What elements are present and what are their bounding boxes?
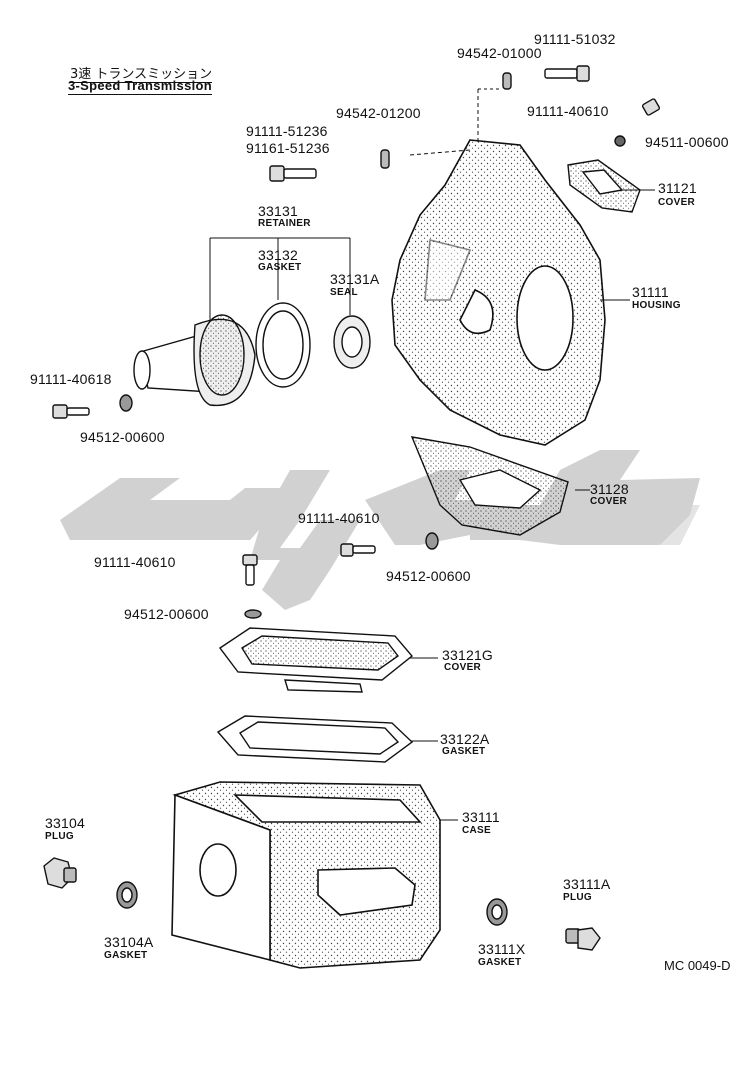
part-label-p15: 31128 (590, 481, 629, 497)
leader-lines (209, 88, 655, 821)
part-label-p1: 91111-51032 (534, 31, 616, 47)
part-label-p6: 91111-51236 (246, 123, 328, 139)
part-label-p7: 91161-51236 (246, 140, 330, 156)
part-label-p13: 91111-40618 (30, 371, 112, 387)
part-name-p11: SEAL (330, 287, 358, 298)
gasket-33122A (216, 715, 414, 763)
part-label-p8: 31121 (658, 180, 697, 196)
part-label-p18: 94512-00600 (386, 568, 471, 584)
diagram-title-japanese: 3速 トランスミッション (70, 63, 213, 83)
part-label-p24: 33104A (104, 934, 154, 950)
part-name-p22: CASE (462, 825, 491, 836)
part-name-p10: GASKET (258, 262, 302, 273)
part-label-p22: 33111 (462, 809, 500, 825)
part-label-p9: 33131 (258, 203, 298, 219)
part-label-p21: 33122A (440, 731, 490, 747)
retainer-33131 (133, 314, 256, 407)
housing-31111 (391, 139, 606, 446)
part-label-p2: 94542-01000 (457, 45, 542, 61)
part-name-p21: GASKET (442, 746, 486, 757)
diagram-code: MC 0049-D (664, 958, 731, 973)
part-label-p26: 33111A (563, 876, 611, 892)
gasket-33132 (255, 302, 311, 388)
cover-31128 (410, 436, 569, 536)
watermark-logo (60, 450, 700, 610)
part-label-p12: 31111 (632, 284, 669, 300)
part-label-p25: 33111X (478, 941, 526, 957)
part-label-p19: 94512-00600 (124, 606, 209, 622)
part-name-p20: COVER (444, 662, 482, 673)
part-name-p9: RETAINER (258, 218, 311, 229)
part-label-p17: 91111-40610 (94, 554, 176, 570)
part-name-p24: GASKET (104, 950, 148, 961)
part-label-p14: 94512-00600 (80, 429, 165, 445)
part-name-p15: COVER (590, 496, 628, 507)
part-label-p20: 33121G (442, 647, 494, 663)
part-label-p4: 94511-00600 (645, 134, 729, 150)
part-label-p10: 33132 (258, 247, 298, 263)
part-label-p11: 33131A (330, 271, 380, 287)
part-label-p16: 91111-40610 (298, 510, 380, 526)
part-label-p23: 33104 (45, 815, 85, 831)
small-hardware (52, 65, 661, 619)
cover-31121 (567, 159, 641, 213)
part-label-p3: 91111-40610 (527, 103, 609, 119)
part-name-p12: HOUSING (632, 300, 681, 311)
part-name-p26: PLUG (563, 892, 592, 903)
part-name-p8: COVER (658, 197, 696, 208)
case-33111 (171, 781, 441, 969)
part-name-p23: PLUG (45, 831, 74, 842)
seal-33131A (333, 315, 371, 369)
bottom-hardware (43, 857, 601, 951)
part-name-p25: GASKET (478, 957, 522, 968)
part-label-p5: 94542-01200 (336, 105, 421, 121)
diagram-title-english: 3-Speed Transmission (68, 78, 212, 95)
cover-33121G (218, 627, 414, 693)
